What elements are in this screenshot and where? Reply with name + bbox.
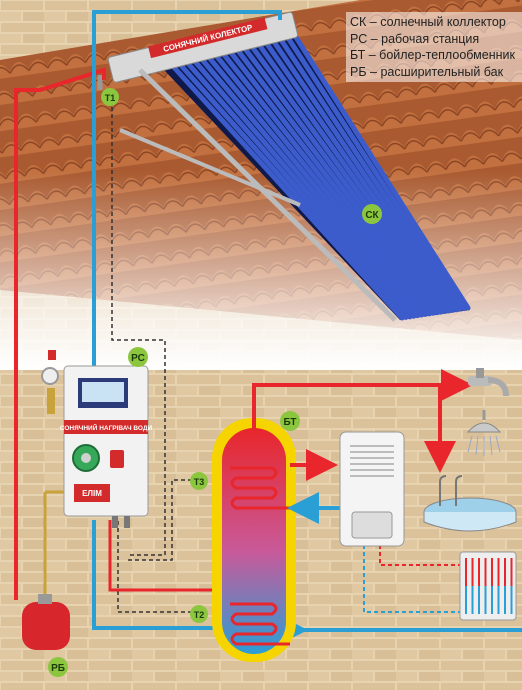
collector-tube (275, 19, 467, 312)
expansion-tank (22, 490, 70, 650)
collector-tube (179, 43, 417, 319)
svg-text:СК: СК (365, 210, 379, 221)
label-t3: Т3 (190, 472, 208, 490)
collector-tube (194, 40, 424, 318)
collector-return-bottom (92, 520, 220, 630)
label-sk: СК (362, 204, 382, 224)
label-rs: РС (128, 347, 148, 367)
pressure-gauge-icon (41, 350, 59, 414)
hot-water-out-pipe (252, 383, 456, 473)
station-brand: ЕЛІМ (82, 489, 102, 498)
svg-text:БТ: БТ (283, 417, 296, 428)
collector-tube (231, 30, 444, 315)
collector-tube (201, 38, 428, 317)
collector-tube (223, 32, 440, 316)
collector-tube (245, 26, 452, 314)
station-to-coil-pipe (108, 520, 225, 592)
sensor-line-t1 (111, 100, 166, 556)
sensor-line-t2 (117, 520, 192, 613)
work-station: СОНЯЧНИЙ НАГРІВАЧ ВОДИ ЕЛІМ (60, 365, 153, 528)
hot-supply-pipe (14, 67, 106, 600)
collector-tube (172, 45, 413, 320)
legend: СК – солнечный коллектор РС – рабочая ст… (346, 12, 522, 82)
faucet-icon (468, 368, 509, 397)
collector-tube (208, 36, 432, 317)
label-t2: Т2 (190, 605, 208, 623)
collector-tube (267, 21, 463, 312)
boiler-tank (212, 418, 296, 662)
radiator (459, 551, 517, 621)
svg-text:Т1: Т1 (105, 93, 116, 103)
label-t1: Т1 (101, 88, 119, 106)
collector-tube (238, 28, 448, 315)
solar-collector: СОНЯЧНИЙ КОЛЕКТОР (97, 11, 471, 322)
collector-tube (186, 41, 421, 319)
legend-item-boiler: БТ – бойлер-теплообменник (350, 48, 515, 62)
collector-tube (253, 25, 455, 313)
sensor-line-t3 (128, 479, 192, 561)
label-bt: БТ (280, 411, 300, 431)
pool-icon (423, 475, 517, 532)
svg-text:Т3: Т3 (194, 477, 205, 487)
wall-heater (339, 431, 405, 547)
collector-tube (282, 17, 471, 311)
shower-icon (466, 410, 502, 456)
svg-text:РБ: РБ (51, 663, 65, 674)
svg-text:Т2: Т2 (194, 610, 205, 620)
station-panel-text: СОНЯЧНИЙ НАГРІВАЧ ВОДИ (60, 423, 153, 432)
legend-item-collector: СК – солнечный коллектор (350, 15, 506, 29)
svg-text:РС: РС (131, 353, 145, 364)
collector-tube (157, 49, 405, 321)
collector-tube (216, 34, 436, 316)
collector-tube (164, 47, 409, 320)
radiator-return (363, 545, 462, 613)
collector-tube (260, 23, 459, 313)
cold-return-pipe (92, 10, 282, 370)
legend-item-station: РС – рабочая станция (350, 31, 480, 46)
label-rb: РБ (48, 657, 68, 677)
legend-item-expansion-tank: РБ – расширительный бак (350, 64, 504, 79)
